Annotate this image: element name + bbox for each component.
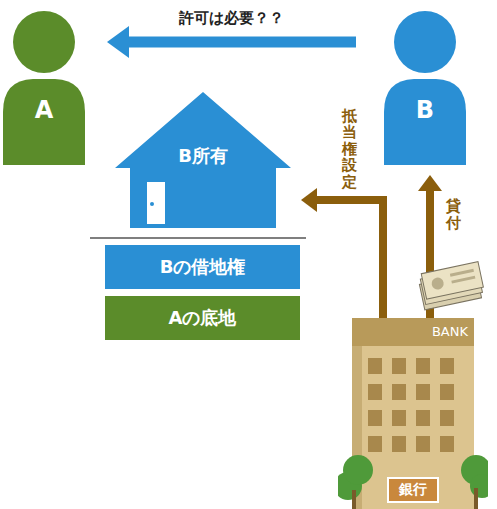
- arrow-head: [107, 26, 129, 58]
- house-door: [147, 182, 165, 224]
- person-figure: B: [384, 8, 466, 165]
- person-figure: A: [3, 8, 85, 165]
- node-label: A: [3, 96, 85, 124]
- bank-building: BANK 銀行: [338, 318, 488, 509]
- bank-sign: 銀行: [387, 477, 439, 503]
- bank-windows: [364, 354, 460, 458]
- person-body: [3, 79, 85, 165]
- person-head: [394, 11, 456, 73]
- land-band: Bの借地権: [105, 245, 300, 289]
- edge-label: 貸付: [446, 198, 461, 231]
- node-label: B: [384, 96, 466, 124]
- person-head: [13, 11, 75, 73]
- person-figure-outline: [3, 8, 85, 165]
- connector-arrow: [107, 26, 356, 58]
- person-body: [384, 79, 466, 165]
- bank-label: BANK: [432, 324, 468, 339]
- connector-line: [128, 37, 356, 48]
- tree: [470, 474, 488, 498]
- banknote-stack: [417, 262, 485, 310]
- bank-wall: [352, 346, 474, 509]
- door-knob: [150, 202, 154, 206]
- edge-label: 許可は必要？？: [179, 9, 284, 28]
- node-label: Bの借地権: [160, 255, 246, 279]
- person-figure-outline: [384, 8, 466, 165]
- ground-line: [90, 237, 306, 239]
- arrow-head: [418, 175, 442, 191]
- tree: [343, 455, 373, 485]
- connector-line: [316, 200, 383, 322]
- house-shape: B所有: [113, 90, 293, 230]
- node-label: B所有: [113, 144, 293, 168]
- arrow-head: [301, 188, 317, 212]
- tree-trunk: [474, 488, 478, 509]
- land-band: Aの底地: [105, 296, 300, 340]
- connector-arrow: [301, 188, 383, 322]
- node-label: Aの底地: [169, 306, 237, 330]
- edge-label: 抵当権設定: [342, 108, 357, 191]
- bank-roof: [352, 318, 474, 346]
- tree-trunk: [352, 490, 356, 509]
